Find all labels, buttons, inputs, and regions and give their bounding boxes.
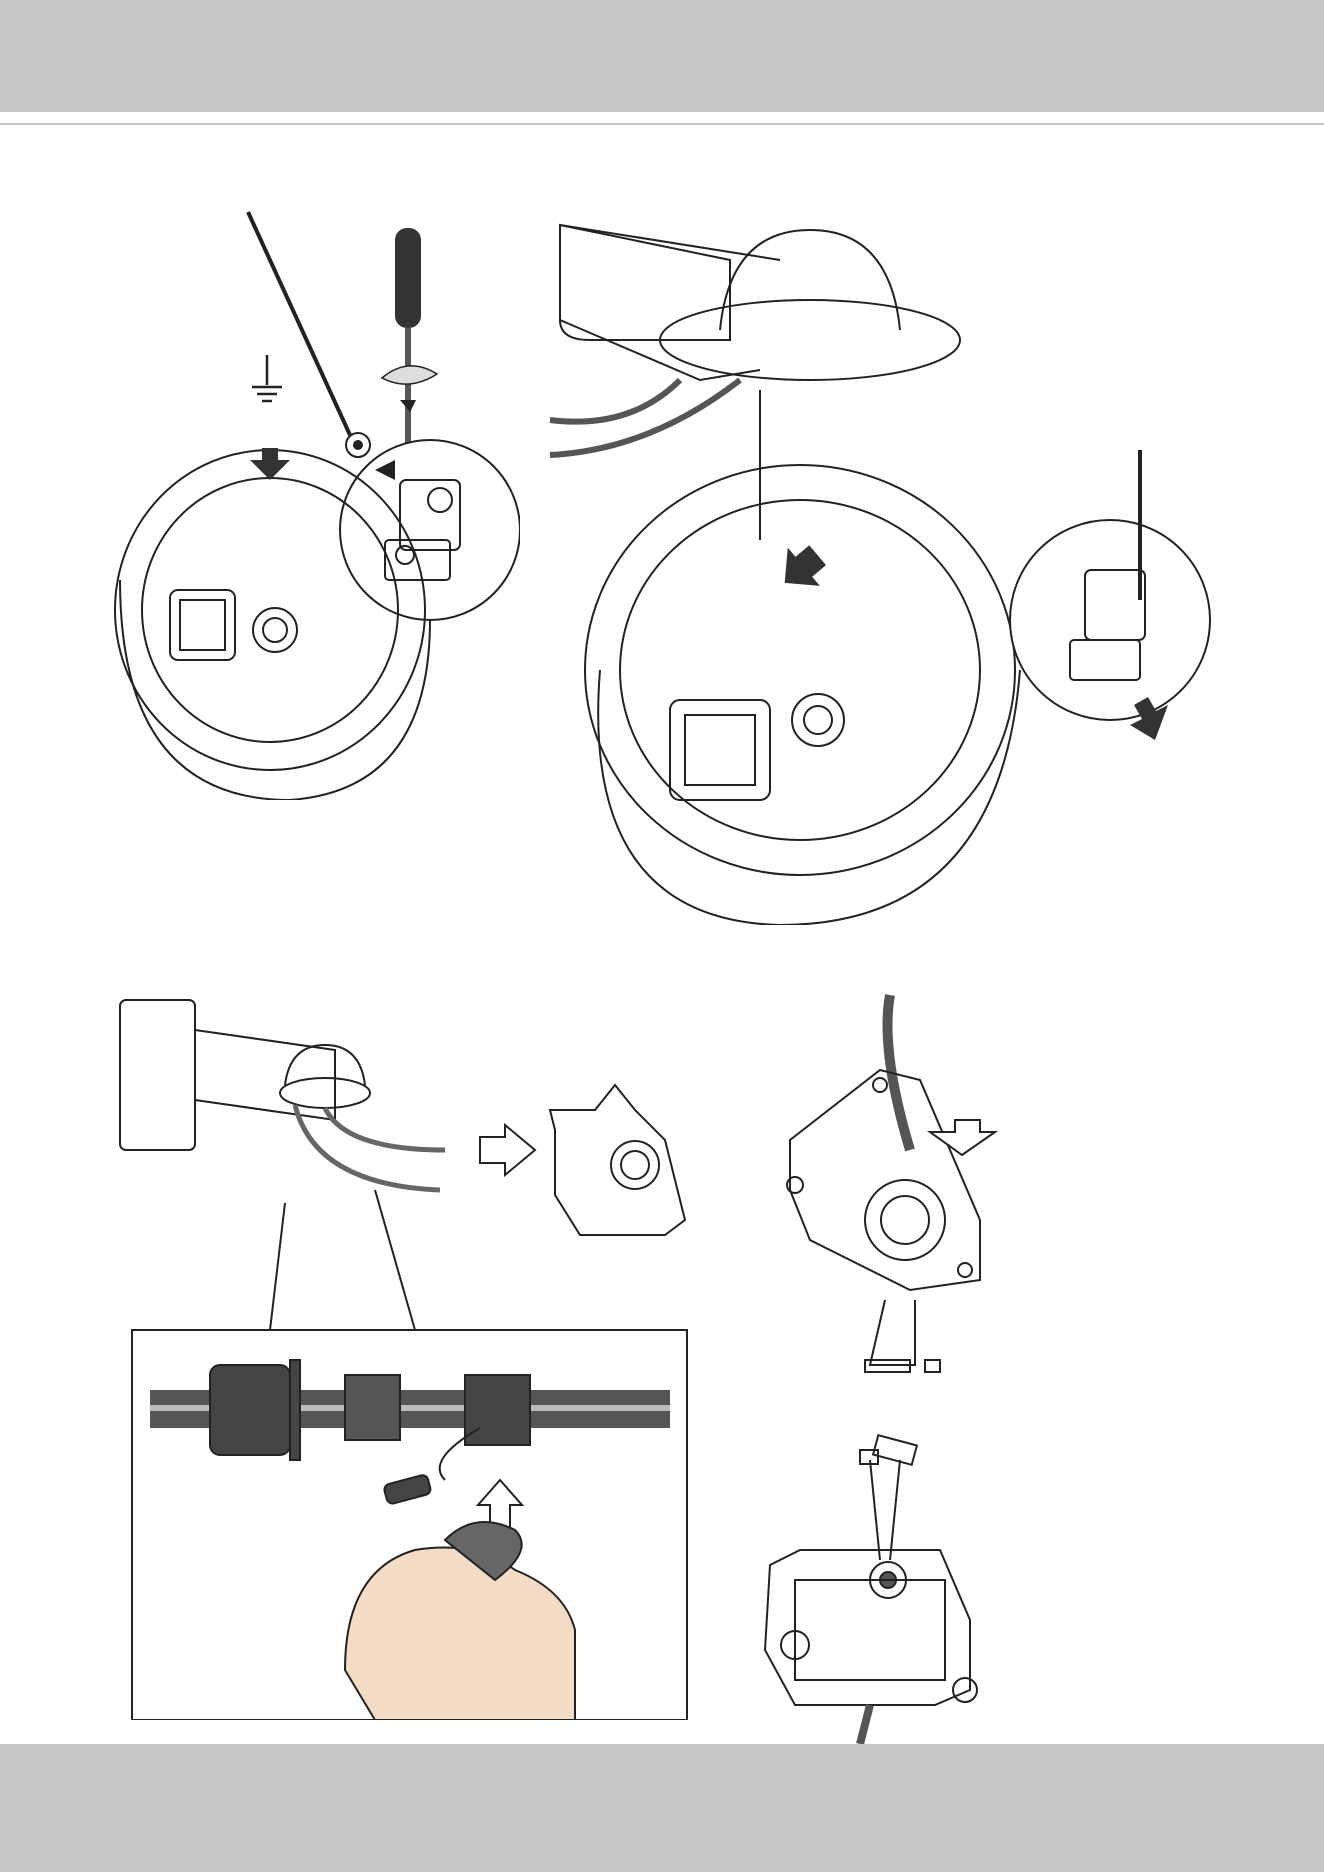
screwdriver-icon xyxy=(382,228,437,455)
figure-cable-plate-gland xyxy=(770,990,1000,1385)
page-header-band xyxy=(0,0,1324,112)
push-arrow-icon xyxy=(769,536,834,602)
figure-wall-mount-cable-plate xyxy=(115,990,695,1720)
page-footer-band xyxy=(0,1744,1324,1872)
down-arrow-icon xyxy=(250,448,290,480)
header-divider xyxy=(0,123,1324,125)
screw-callout xyxy=(340,440,520,620)
figure-ground-wire-screw xyxy=(100,200,520,800)
figure-cable-plate-underside xyxy=(750,1420,1010,1744)
ground-symbol-icon xyxy=(252,355,282,401)
figure-ground-wire-clip xyxy=(530,200,1230,925)
